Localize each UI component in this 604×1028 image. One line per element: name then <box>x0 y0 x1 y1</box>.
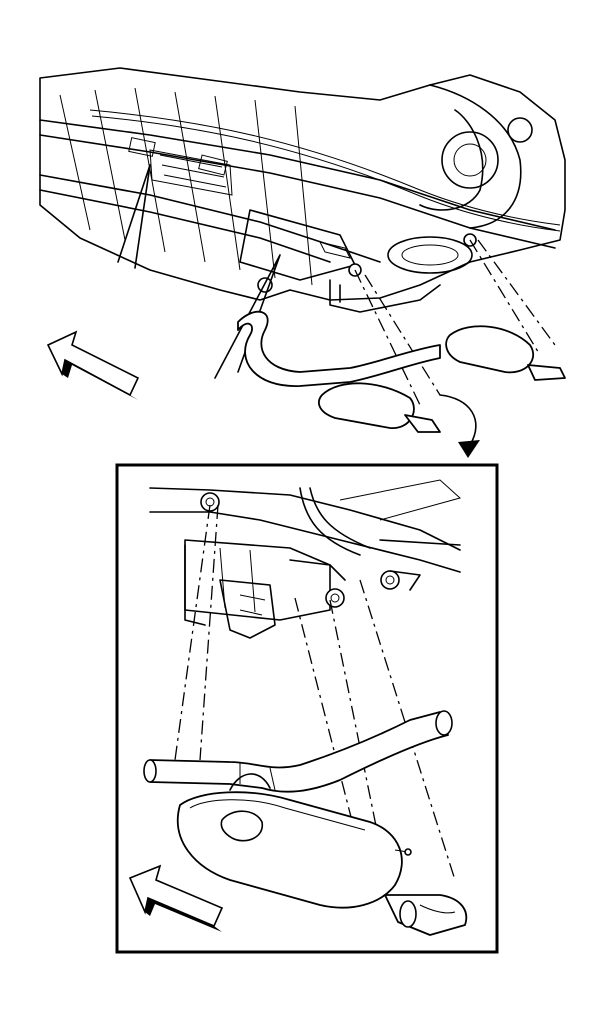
overview-exhaust-system <box>237 310 566 433</box>
overview-front-muffler <box>318 382 415 429</box>
detail-frame-rail <box>149 479 462 639</box>
detail-exhaust-pipe <box>143 710 453 793</box>
detail-muffler <box>176 773 412 909</box>
detail-inset-frame <box>115 463 499 954</box>
overview-front-arrow <box>46 330 140 400</box>
overview-rear-muffler <box>445 325 535 374</box>
detail-tailpipe-tip <box>384 894 468 936</box>
detail-hanger-insulators <box>200 492 421 608</box>
vehicle-underbody <box>39 67 566 313</box>
detail-front-arrow <box>128 864 224 932</box>
detail-inset <box>128 479 468 936</box>
overview-exhaust-pipe <box>237 310 441 387</box>
detail-callout-arrow <box>439 394 480 458</box>
